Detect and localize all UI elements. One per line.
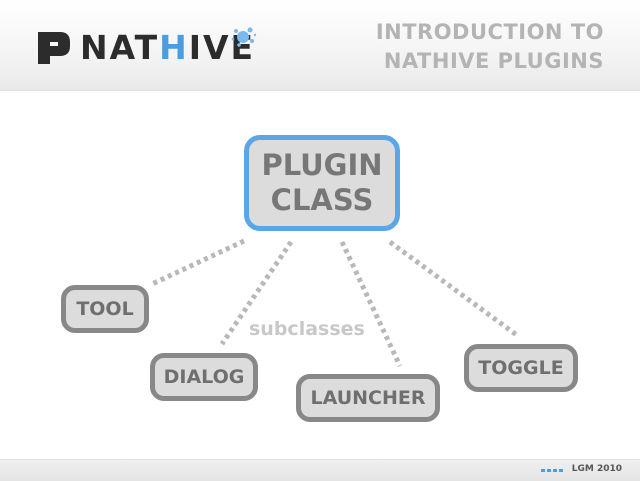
slide-title-line2: NATHIVE PLUGINS [383,49,604,73]
toggle-node: TOGGLE [464,344,578,392]
slide-title: INTRODUCTION TO NATHIVE PLUGINS [376,18,604,76]
footer-text: LGM 2010 [571,464,622,474]
dialog-label: DIALOG [163,366,245,388]
dialog-node: DIALOG [150,353,258,401]
toggle-label: TOGGLE [478,357,564,379]
header: NATHIVE INTRODUCTION TO NATHIVE PLUGINS [0,0,640,91]
launcher-label: LAUNCHER [310,387,426,409]
plugin-class-label-line2: CLASS [270,183,374,217]
nathive-logo-icon [38,32,70,64]
footer-dots-icon [541,469,565,472]
subclasses-label: subclasses [249,318,365,340]
connector-tool [148,238,246,288]
tool-node: TOOL [61,285,149,333]
logo-text-highlight: H [159,28,189,67]
logo-text-prefix: NAT [80,28,160,67]
paint-splash-icon [231,27,257,47]
launcher-node: LAUNCHER [296,374,440,422]
tool-label: TOOL [76,298,134,320]
connector-toggle [388,239,520,339]
slide-title-line1: INTRODUCTION TO [375,20,604,44]
footer: LGM 2010 [0,459,640,481]
connector-launcher [339,240,403,368]
plugin-class-label-line1: PLUGIN [261,148,383,182]
plugin-class-node: PLUGIN CLASS [244,135,400,231]
